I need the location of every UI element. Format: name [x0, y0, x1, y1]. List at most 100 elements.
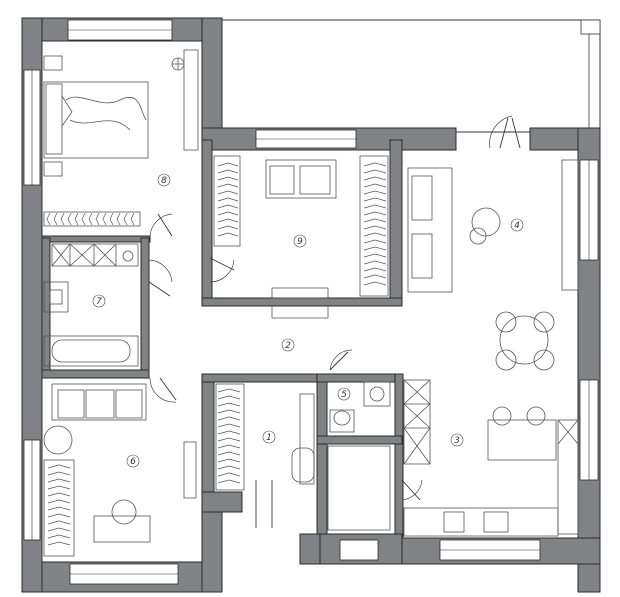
hanger-mark — [217, 444, 241, 449]
hanger-mark — [217, 416, 241, 421]
hanger-mark — [363, 183, 387, 188]
hanger-mark — [363, 211, 387, 216]
room-9-furniture — [213, 155, 389, 319]
doors — [148, 115, 521, 528]
room-4-furniture — [407, 159, 579, 371]
room-number-5: 5 — [337, 387, 351, 401]
windows — [23, 19, 599, 585]
cabinet-cross — [51, 243, 71, 267]
hanger-mark — [217, 472, 241, 477]
hanger-mark — [363, 176, 387, 181]
hanger-mark — [363, 225, 387, 230]
hanger-mark — [217, 437, 241, 442]
hanger-mark — [363, 190, 387, 195]
hanger-mark — [88, 212, 93, 226]
hanger-mark — [47, 506, 71, 511]
hanger-mark — [67, 212, 72, 226]
hanger-mark — [217, 190, 239, 195]
hanger-mark — [363, 253, 387, 258]
room-number-8-label: 8 — [161, 176, 167, 186]
room-number-2: 2 — [281, 338, 295, 352]
hanger-mark — [60, 212, 65, 226]
hanger-mark — [47, 541, 71, 546]
hanger-mark — [217, 211, 239, 216]
room-number-3-label: 3 — [454, 436, 460, 446]
hanger-mark — [81, 212, 86, 226]
hanger-mark — [363, 204, 387, 209]
hanger-mark — [116, 212, 121, 226]
hanger-mark — [47, 464, 71, 469]
hanger-mark — [363, 169, 387, 174]
hanger-mark — [363, 281, 387, 286]
hanger-mark — [363, 260, 387, 265]
room-number-7: 7 — [92, 294, 106, 308]
room-number-3: 3 — [450, 433, 464, 447]
walls — [21, 17, 601, 593]
hanger-mark — [47, 520, 71, 525]
cabinet-cross — [403, 403, 431, 429]
cabinet-cross — [69, 243, 95, 267]
bathroom-7-furniture — [43, 243, 139, 367]
room-3-furniture — [403, 379, 579, 537]
hanger-mark — [217, 465, 241, 470]
room-number-4-label: 4 — [514, 221, 520, 231]
cabinet-cross — [403, 427, 431, 465]
hanger-mark — [53, 212, 58, 226]
hanger-mark — [47, 534, 71, 539]
hanger-mark — [217, 402, 241, 407]
room-5-furniture — [329, 381, 391, 433]
cabinet-cross — [93, 243, 117, 267]
hanger-mark — [102, 212, 107, 226]
room-number-5-label: 5 — [341, 390, 347, 400]
hanger-mark — [217, 430, 241, 435]
room-number-1: 1 — [262, 430, 276, 444]
room-number-2-label: 2 — [285, 341, 291, 351]
hanger-mark — [217, 204, 239, 209]
room-1-furniture — [215, 383, 315, 491]
hanger-mark — [363, 246, 387, 251]
hanger-mark — [363, 267, 387, 272]
hanger-mark — [47, 471, 71, 476]
room-number-9-label: 9 — [297, 237, 303, 247]
hanger-mark — [47, 478, 71, 483]
cabinet-grids — [51, 243, 579, 465]
hanger-mark — [217, 451, 241, 456]
hanger-mark — [217, 197, 239, 202]
room-number-6: 6 — [126, 454, 140, 468]
hanger-mark — [217, 232, 239, 237]
cabinet-cross — [557, 419, 579, 445]
room-number-7-label: 7 — [96, 297, 102, 307]
hanger-mark — [217, 218, 239, 223]
room-number-6-label: 6 — [130, 457, 136, 467]
room-number-9: 9 — [293, 234, 307, 248]
hanger-mark — [217, 388, 241, 393]
hanger-mark — [130, 212, 135, 226]
hanger-mark — [47, 485, 71, 490]
room-number-4: 4 — [510, 218, 524, 232]
hanger-mark — [74, 212, 79, 226]
hanger-mark — [363, 274, 387, 279]
hanger-mark — [217, 176, 239, 181]
hanger-mark — [217, 162, 239, 167]
hanger-mark — [217, 395, 241, 400]
hanger-mark — [47, 527, 71, 532]
hanger-mark — [217, 458, 241, 463]
hanger-mark — [217, 183, 239, 188]
hanger-mark — [95, 212, 100, 226]
hanger-mark — [123, 212, 128, 226]
room-number-8: 8 — [157, 173, 171, 187]
hanger-mark — [363, 232, 387, 237]
hanger-mark — [217, 479, 241, 484]
hanger-mark — [46, 212, 51, 226]
room-6-furniture — [43, 383, 197, 557]
hanger-mark — [363, 218, 387, 223]
bedroom-8-furniture — [43, 49, 199, 227]
hanger-mark — [217, 423, 241, 428]
hanger-mark — [217, 225, 239, 230]
balcony — [221, 19, 601, 133]
hanger-mark — [47, 513, 71, 518]
cabinet-cross — [403, 379, 431, 405]
hanger-mark — [363, 239, 387, 244]
hanger-mark — [363, 197, 387, 202]
